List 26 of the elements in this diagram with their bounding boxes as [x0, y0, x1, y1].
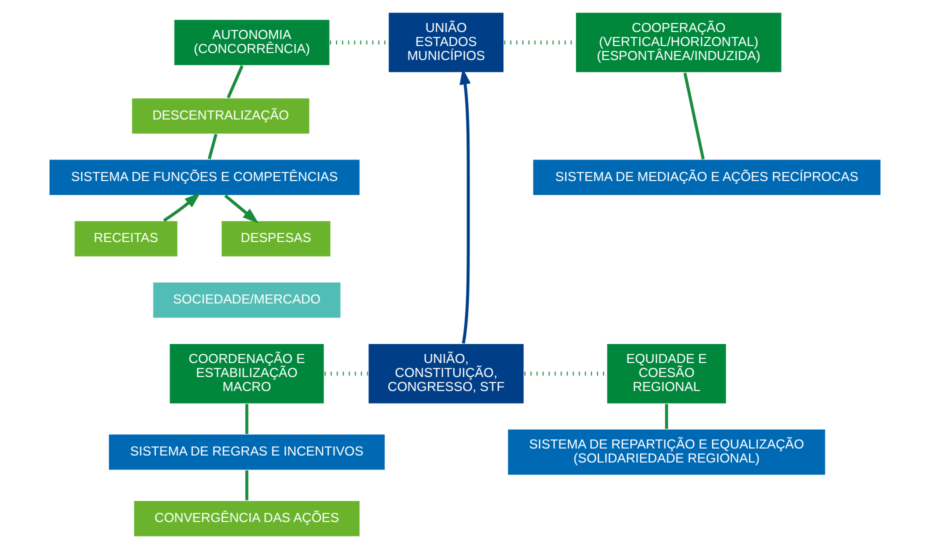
connector	[330, 40, 388, 44]
connector	[524, 372, 606, 376]
node-box: EQUIDADE E COESÃO REGIONAL	[606, 342, 726, 404]
node-box: DESCENTRALIZAÇÃO	[130, 97, 310, 135]
node-box: RECEITAS	[73, 220, 178, 258]
node-box: COOPERAÇÃO (VERTICAL/HORIZONTAL) (ESPONTÂNEA/INDUZIDA)	[574, 12, 782, 74]
node-box: CONVERGÊNCIA DAS AÇÕES	[132, 500, 360, 538]
arrow	[162, 192, 200, 222]
node-box: AUTONOMIA (CONCORRÊNCIA)	[172, 18, 330, 66]
node-box: SISTEMA DE MEDIAÇÃO E AÇÕES RECÍPROCAS	[532, 158, 881, 196]
node-box: SISTEMA DE REPARTIÇÃO E EQUALIZAÇÃO (SOLIDARIEDADE REGIONAL)	[506, 428, 826, 476]
connector	[324, 372, 368, 376]
connector	[226, 65, 244, 98]
node-box: SISTEMA DE REGRAS E INCENTIVOS	[107, 434, 386, 471]
node-box: DESPESAS	[220, 220, 331, 258]
connector	[682, 72, 704, 160]
arrow	[224, 194, 258, 224]
connector	[244, 404, 248, 434]
node-box: SISTEMA DE FUNÇÕES E COMPETÊNCIAS	[48, 158, 360, 196]
connector	[664, 404, 668, 429]
node-box: UNIÃO, CONSTITUIÇÃO, CONGRESSO, STF	[367, 342, 524, 404]
node-box: COORDENAÇÃO E ESTABILIZAÇÃO MACRO	[168, 342, 324, 404]
connector	[244, 470, 248, 500]
node-box: SOCIEDADE/MERCADO	[152, 282, 341, 319]
connector	[207, 134, 217, 160]
node-box: UNIÃO ESTADOS MUNICÍPIOS	[387, 12, 504, 74]
